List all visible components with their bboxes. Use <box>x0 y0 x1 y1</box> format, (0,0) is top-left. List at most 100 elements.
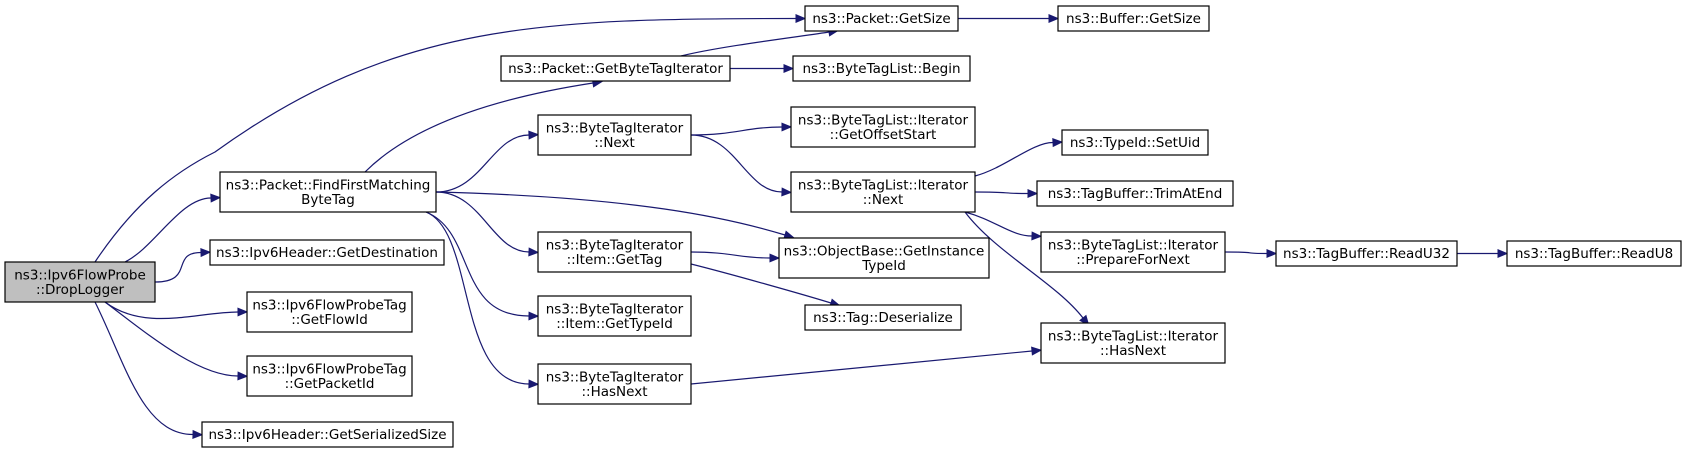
node-label: ::Next <box>863 192 904 208</box>
edge-tagBufReadU32-to-tagBufReadU8 <box>1456 248 1509 259</box>
node-btiNext[interactable]: ns3::ByteTagIterator::Next <box>537 114 692 156</box>
arrow-head-icon <box>528 130 540 140</box>
node-label: ns3::Ipv6Header::GetSerializedSize <box>208 427 446 443</box>
arrow-head-icon <box>200 247 212 258</box>
edge-dropLogger-to-getDestination <box>154 247 212 283</box>
node-box <box>1040 322 1226 364</box>
node-label: ns3::ByteTagList::Iterator <box>798 112 969 128</box>
edge-line <box>690 251 771 259</box>
node-box <box>778 237 990 279</box>
edge-line <box>435 134 530 193</box>
node-box <box>1036 180 1234 207</box>
node-bufferGetSize[interactable]: ns3::Buffer::GetSize <box>1057 5 1210 32</box>
node-label: ns3::Tag::Deserialize <box>813 310 953 326</box>
edge-line <box>690 126 783 136</box>
arrow-head-icon <box>783 63 795 74</box>
edge-line <box>690 263 832 304</box>
node-btlIterPrepareForNext[interactable]: ns3::ByteTagList::Iterator::PrepareForNe… <box>1040 231 1226 273</box>
node-label: ns3::ByteTagIterator <box>546 369 684 385</box>
node-btlBegin[interactable]: ns3::ByteTagList::Begin <box>792 55 971 82</box>
arrow-head-icon <box>237 371 249 381</box>
node-typeIdSetUid[interactable]: ns3::TypeId::SetUid <box>1061 129 1209 156</box>
node-box <box>804 5 959 32</box>
node-getByteTagIter[interactable]: ns3::Packet::GetByteTagIterator <box>500 55 731 82</box>
edge-dropLogger-to-getPacketId <box>104 301 249 381</box>
node-btiItemGetTag[interactable]: ns3::ByteTagIterator::Item::GetTag <box>537 231 692 273</box>
arrow-head-icon <box>210 193 222 203</box>
node-label: ::Item::GetTypeId <box>556 316 673 332</box>
edge-btiItemGetTag-to-objGetInstanceTypeId <box>690 251 781 263</box>
node-label: ns3::Ipv6FlowProbe <box>14 267 146 283</box>
node-box <box>1275 240 1458 267</box>
edge-dropLogger-to-getSerializedSize <box>94 301 204 440</box>
edge-dropLogger-to-getFlowId <box>104 301 249 320</box>
node-label: ns3::TagBuffer::TrimAtEnd <box>1048 186 1223 202</box>
node-label: ::Next <box>594 135 635 151</box>
node-btlIterNext[interactable]: ns3::ByteTagList::Iterator::Next <box>790 171 976 213</box>
arrow-head-icon <box>237 307 249 317</box>
node-getFlowId[interactable]: ns3::Ipv6FlowProbeTag::GetFlowId <box>246 291 413 333</box>
edge-line <box>680 31 830 57</box>
edge-btiNext-to-btlIterGetOffsetStart <box>690 122 793 136</box>
node-btiItemGetTypeId[interactable]: ns3::ByteTagIterator::Item::GetTypeId <box>537 295 692 337</box>
node-btlIterHasNext[interactable]: ns3::ByteTagList::Iterator::HasNext <box>1040 322 1226 364</box>
arrow-head-icon <box>528 379 540 389</box>
node-label: ns3::ByteTagIterator <box>546 120 684 136</box>
node-label: ns3::TagBuffer::ReadU32 <box>1283 246 1450 262</box>
edge-line <box>435 191 786 236</box>
node-label: ns3::ByteTagList::Iterator <box>1048 328 1219 344</box>
node-tagBufTrimAtEnd[interactable]: ns3::TagBuffer::TrimAtEnd <box>1036 180 1234 207</box>
node-label: ns3::ByteTagIterator <box>546 301 684 317</box>
edge-packetGetSize-to-bufferGetSize <box>958 13 1060 24</box>
node-label: ::GetFlowId <box>291 312 368 328</box>
node-box <box>790 171 976 213</box>
node-label: ns3::Ipv6Header::GetDestination <box>216 245 438 261</box>
edge-btlIterPrepareForNext-to-tagBufReadU32 <box>1224 248 1278 259</box>
arrow-head-icon <box>1266 248 1278 259</box>
node-label: ns3::ObjectBase::GetInstance <box>784 243 985 259</box>
node-getSerializedSize[interactable]: ns3::Ipv6Header::GetSerializedSize <box>201 421 454 448</box>
node-label: ns3::ByteTagList::Iterator <box>798 177 969 193</box>
node-packetGetSize[interactable]: ns3::Packet::GetSize <box>804 5 959 32</box>
node-tagDeserialize[interactable]: ns3::Tag::Deserialize <box>804 304 962 331</box>
node-box <box>537 114 692 156</box>
edge-line <box>104 301 239 377</box>
node-label: ns3::Ipv6FlowProbeTag <box>252 297 406 313</box>
edge-line <box>690 350 1033 385</box>
arrow-head-icon <box>1048 13 1060 24</box>
edge-line <box>964 211 1084 319</box>
arrow-head-icon <box>781 122 793 132</box>
node-label: ::GetPacketId <box>285 376 375 392</box>
node-box <box>4 261 156 303</box>
node-box <box>209 239 445 266</box>
arrow-head-icon <box>781 187 793 197</box>
node-box <box>804 304 962 331</box>
node-box <box>246 291 413 333</box>
node-btlIterGetOffsetStart[interactable]: ns3::ByteTagList::Iterator::GetOffsetSta… <box>790 106 976 148</box>
node-label: ns3::Packet::FindFirstMatching <box>226 177 431 193</box>
edge-line <box>435 191 530 253</box>
node-label: ns3::TagBuffer::ReadU8 <box>1515 246 1673 262</box>
edge-line <box>94 17 797 263</box>
edge-line <box>425 211 530 317</box>
node-tagBufReadU8[interactable]: ns3::TagBuffer::ReadU8 <box>1506 240 1682 267</box>
node-label: ::HasNext <box>1100 343 1166 359</box>
node-tagBufReadU32[interactable]: ns3::TagBuffer::ReadU32 <box>1275 240 1458 267</box>
edge-btiHasNext-to-btlIterHasNext <box>690 346 1043 385</box>
edge-getByteTagIter-to-btlBegin <box>729 63 795 74</box>
edge-dropLogger-to-findFirst <box>124 193 222 263</box>
node-getPacketId[interactable]: ns3::Ipv6FlowProbeTag::GetPacketId <box>246 355 413 397</box>
arrow-head-icon <box>1052 137 1064 148</box>
edge-line <box>124 197 212 263</box>
node-getDestination[interactable]: ns3::Ipv6Header::GetDestination <box>209 239 445 266</box>
edge-dropLogger-to-packetGetSize <box>94 13 807 263</box>
node-dropLogger[interactable]: ns3::Ipv6FlowProbe::DropLogger <box>4 261 156 303</box>
call-graph-nodes: ns3::Ipv6FlowProbe::DropLogger ns3::Packe… <box>4 5 1682 448</box>
edge-btlIterNext-to-btlIterPrepareForNext <box>964 211 1043 241</box>
node-btiHasNext[interactable]: ns3::ByteTagIterator::HasNext <box>537 363 692 405</box>
node-label: ns3::Packet::GetByteTagIterator <box>508 61 723 77</box>
node-box <box>790 106 976 148</box>
